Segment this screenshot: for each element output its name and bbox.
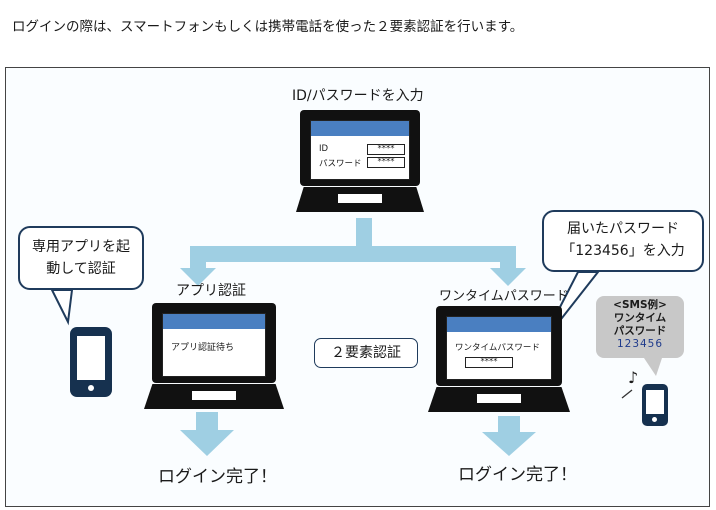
smartphone-icon xyxy=(70,327,112,397)
music-note-icon: ♪ xyxy=(628,368,639,387)
arrow-stem-top xyxy=(356,218,372,248)
otp-label: ワンタイムパスワード xyxy=(439,289,569,304)
sms-tail xyxy=(644,358,662,376)
sms-line2: ワンタイム xyxy=(613,312,667,324)
window-titlebar xyxy=(163,314,265,329)
app-bubble-line1: 専用アプリを起 xyxy=(32,239,130,255)
login-screen: ID **** パスワード **** xyxy=(310,120,410,180)
sms-bubble: <SMS例> ワンタイム パスワード 123456 xyxy=(596,296,684,358)
laptop-left: アプリ認証待ち xyxy=(144,303,284,409)
app-auth-bubble: 専用アプリを起 動して認証 xyxy=(18,226,144,290)
top-title: ID/パスワードを入力 xyxy=(292,88,424,104)
app-auth-label: アプリ認証 xyxy=(176,283,246,299)
password-label: パスワード xyxy=(319,159,362,169)
app-bubble-line2: 動して認証 xyxy=(46,261,116,277)
sms-line3: パスワード xyxy=(613,325,667,337)
two-factor-label: ２要素認証 xyxy=(314,338,418,368)
id-label: ID xyxy=(319,144,329,154)
arrow-head-right xyxy=(490,268,526,286)
window-titlebar xyxy=(447,317,551,332)
otp-bubble: 届いたパスワード 「123456」を入力 xyxy=(542,210,704,272)
otp-screen-text: ワンタイムパスワード xyxy=(455,343,540,353)
result-arrow-right-stem xyxy=(498,416,520,434)
result-arrow-left-head xyxy=(180,430,234,456)
bubble-tail-left xyxy=(50,289,74,326)
login-complete-left: ログイン完了！ xyxy=(158,467,277,487)
laptop-top: ID **** パスワード **** xyxy=(296,110,424,212)
sms-line1: <SMS例> xyxy=(613,299,667,311)
result-arrow-right-head xyxy=(482,432,536,456)
password-field: **** xyxy=(367,157,405,168)
vibration-mark xyxy=(621,389,633,399)
otp-bubble-line2: 「123456」を入力 xyxy=(561,243,685,259)
otp-field: **** xyxy=(465,357,513,368)
app-auth-screen: アプリ認証待ち xyxy=(162,313,266,377)
id-field: **** xyxy=(367,144,405,155)
arrow-bar xyxy=(190,246,516,262)
intro-text: ログインの際は、スマートフォンもしくは携帯電話を使った２要素認証を行います。 xyxy=(12,19,524,35)
arrow-head-left xyxy=(180,268,216,286)
login-complete-right: ログイン完了！ xyxy=(458,465,577,485)
mobile-phone-icon xyxy=(642,384,668,426)
laptop-right: ワンタイムパスワード **** xyxy=(428,306,570,412)
otp-screen: ワンタイムパスワード **** xyxy=(446,316,552,380)
app-auth-waiting-text: アプリ認証待ち xyxy=(171,343,235,353)
otp-bubble-line1: 届いたパスワード xyxy=(567,221,679,237)
sms-code: 123456 xyxy=(616,338,664,350)
result-arrow-left-stem xyxy=(196,412,218,432)
window-titlebar xyxy=(311,121,409,136)
